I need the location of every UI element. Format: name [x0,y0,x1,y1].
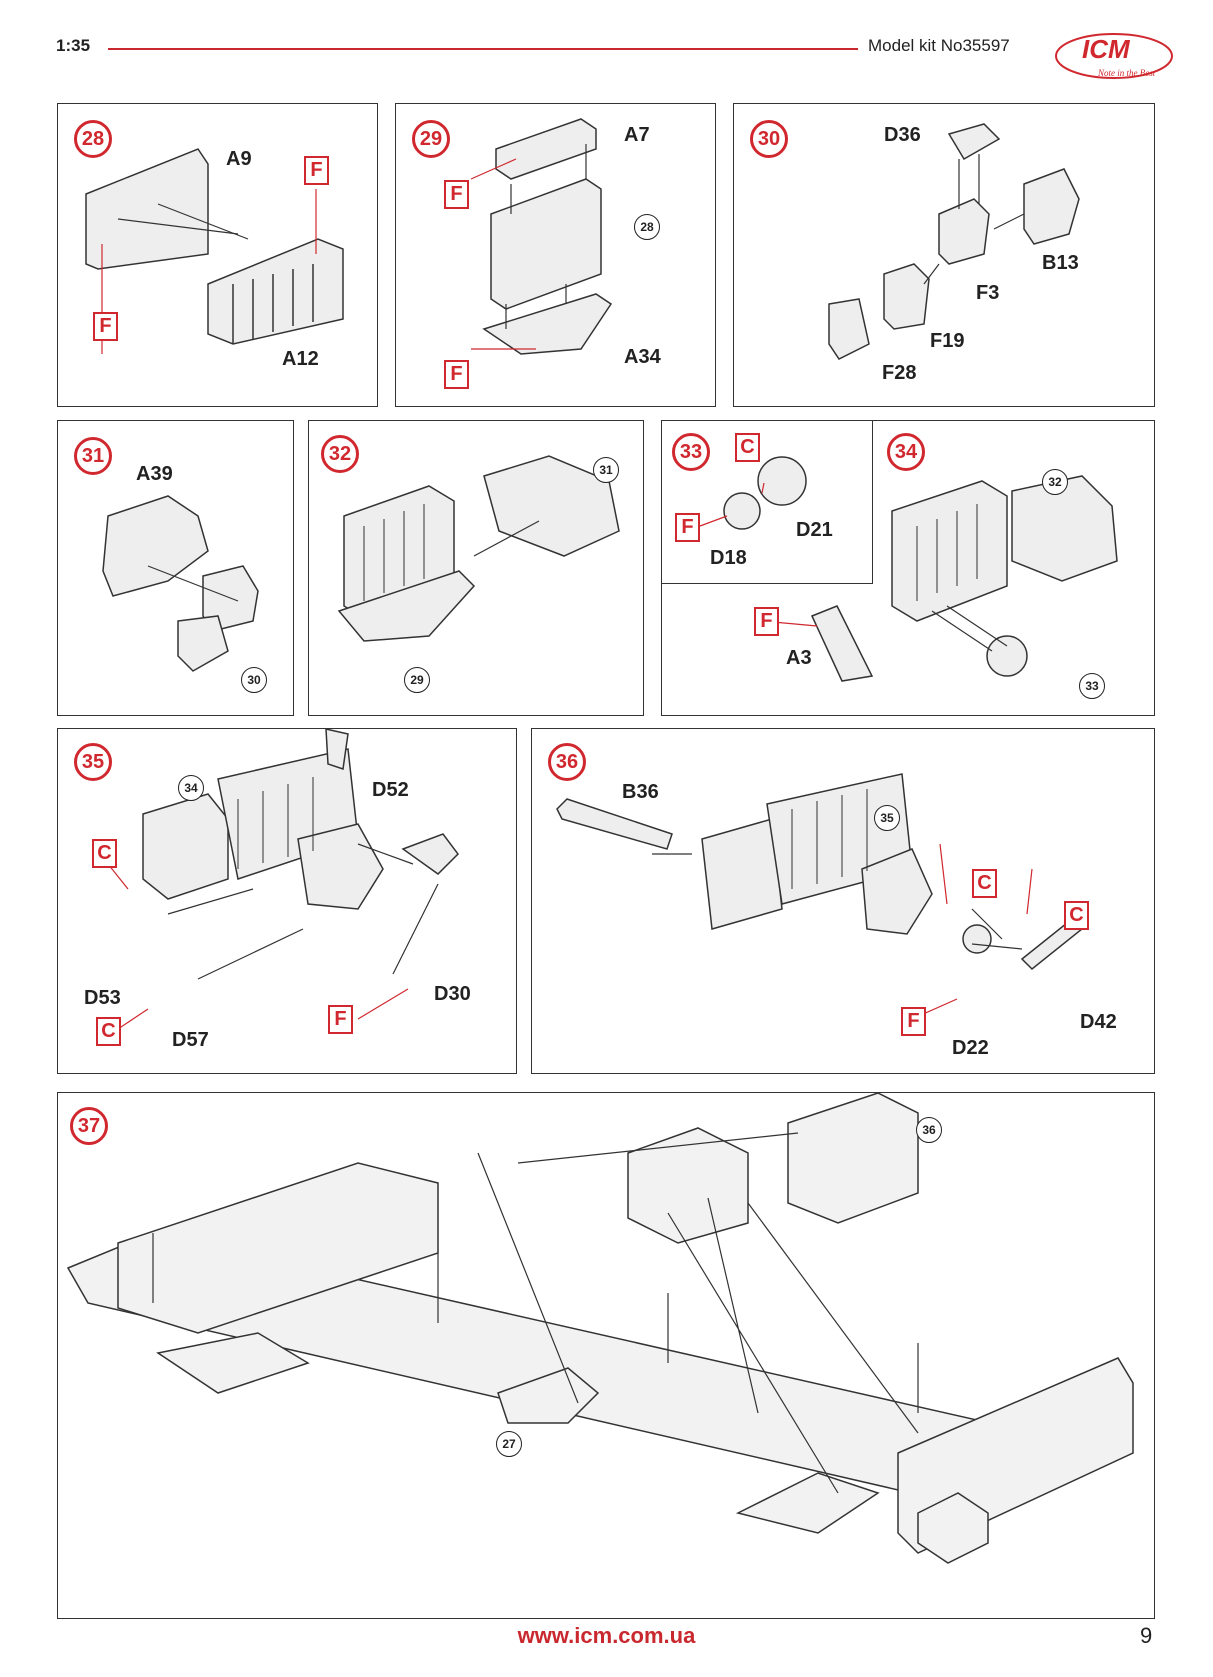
step-30-panel: 30 D36 B13 F3 F19 F28 [733,103,1155,407]
step-reference: 29 [404,667,430,693]
step-36-drawing [556,773,1084,1020]
part-label-b13: B13 [1042,252,1079,274]
step-reference: 27 [496,1431,522,1457]
kit-number: Model kit No35597 [868,36,1010,55]
step-reference: 31 [593,457,619,483]
part-label-a3: A3 [786,647,812,669]
step-number: 35 [74,743,112,781]
website-link[interactable]: www.icm.com.ua [517,1623,696,1648]
part-label-d42: D42 [1080,1011,1117,1033]
step-35-panel: 35 34 D52 C D53 C D57 D30 F [57,728,517,1074]
part-label-d22: D22 [952,1037,989,1059]
paint-code-c: C [972,869,997,898]
step-number: 33 [672,433,710,471]
part-label-a39: A39 [136,463,173,485]
part-label-d21: D21 [796,519,833,541]
step-31-drawing [102,495,259,672]
step-reference: 30 [241,667,267,693]
step-30-drawing [828,123,1080,360]
part-label-d57: D57 [172,1029,209,1051]
step-34-drawing [761,475,1118,682]
step-33-drawing [699,456,807,530]
paint-code-f: F [93,312,118,341]
svg-text:Note in the Best: Note in the Best [1097,68,1156,78]
step-31-panel: 31 A39 30 [57,420,294,716]
step-number: 29 [412,120,450,158]
part-label-d53: D53 [84,987,121,1009]
step-reference: 28 [634,214,660,240]
header-rule [108,48,858,50]
step-number: 34 [887,433,925,471]
step-reference: 33 [1079,673,1105,699]
paint-code-f: F [444,360,469,389]
step-36-panel: 36 B36 35 C C F D22 D42 [531,728,1155,1074]
paint-code-f: F [328,1005,353,1034]
part-label-a7: A7 [624,124,650,146]
part-label-a9: A9 [226,148,252,170]
paint-code-f: F [901,1007,926,1036]
part-label-a34: A34 [624,346,661,368]
paint-code-f: F [304,156,329,185]
paint-code-c: C [92,839,117,868]
step-reference: 34 [178,775,204,801]
part-label-a12: A12 [282,348,319,370]
step-32-panel: 32 31 29 [308,420,644,716]
part-label-f19: F19 [930,330,965,352]
step-reference: 32 [1042,469,1068,495]
paint-code-c: C [1064,901,1089,930]
paint-code-f: F [754,607,779,636]
step-37-drawing [66,1093,1134,1564]
part-label-f28: F28 [882,362,917,384]
svg-text:ICM: ICM [1082,34,1131,64]
step-37-panel: 37 36 27 [57,1092,1155,1619]
step-number: 36 [548,743,586,781]
step-number: 28 [74,120,112,158]
part-label-d30: D30 [434,983,471,1005]
step-number: 32 [321,435,359,473]
part-label-d18: D18 [710,547,747,569]
step-29-panel: 29 A7 A34 F F 28 [395,103,716,407]
step-reference: 36 [916,1117,942,1143]
step-28-panel: 28 A9 A12 F F [57,103,378,407]
step-number: 31 [74,437,112,475]
paint-code-f: F [444,180,469,209]
page-number: 9 [1140,1623,1153,1648]
step-number: 37 [70,1107,108,1145]
paint-code-c: C [96,1017,121,1046]
step-number: 30 [750,120,788,158]
part-label-d36: D36 [884,124,921,146]
step-32-drawing [337,455,620,642]
paint-code-f: F [675,513,700,542]
step-reference: 35 [874,805,900,831]
part-label-d52: D52 [372,779,409,801]
step-35-drawing [107,729,459,1030]
part-label-f3: F3 [976,282,1000,304]
step-33-panel: 33 C F D21 D18 [661,420,873,584]
scale-label: 1:35 [56,36,91,55]
paint-code-c: C [735,433,760,462]
icm-logo: ICM Note in the Best [1052,26,1182,84]
part-label-b36: B36 [622,781,659,803]
step-29-drawing [470,118,613,355]
step-28-drawing [85,148,344,354]
